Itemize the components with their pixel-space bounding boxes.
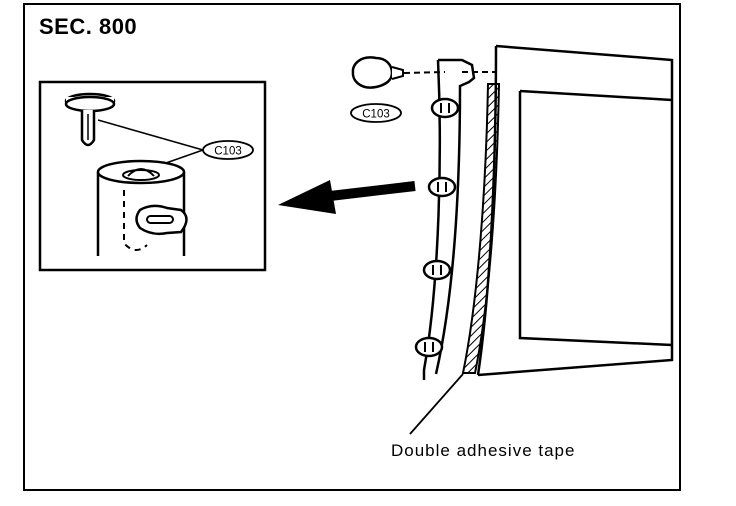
clip-hole-cylinder xyxy=(96,159,188,256)
tape-leader-line xyxy=(409,373,464,435)
diagram-frame xyxy=(23,3,681,491)
clip-hole-icon xyxy=(430,97,460,119)
clip-code-text: C103 xyxy=(362,109,390,121)
clip-hole-icon xyxy=(414,336,444,358)
tape-label: Double adhesive tape xyxy=(391,441,576,460)
clip-code-label-main: C103 xyxy=(350,103,402,123)
detail-inset: C103 xyxy=(38,80,267,272)
molding-strip xyxy=(414,58,496,380)
window-panel xyxy=(476,44,674,377)
leader-line xyxy=(97,119,204,151)
clip-code-text: C103 xyxy=(214,146,242,158)
direction-arrow-icon xyxy=(278,180,416,214)
clip-main-icon xyxy=(351,56,446,89)
adhesive-tape-strip xyxy=(461,83,501,374)
clip-detail-icon xyxy=(64,92,116,147)
clip-hole-icon xyxy=(422,259,452,281)
clip-code-label-detail: C103 xyxy=(202,140,254,160)
clip-hole-icon xyxy=(427,176,457,198)
section-title: SEC. 800 xyxy=(39,14,138,39)
